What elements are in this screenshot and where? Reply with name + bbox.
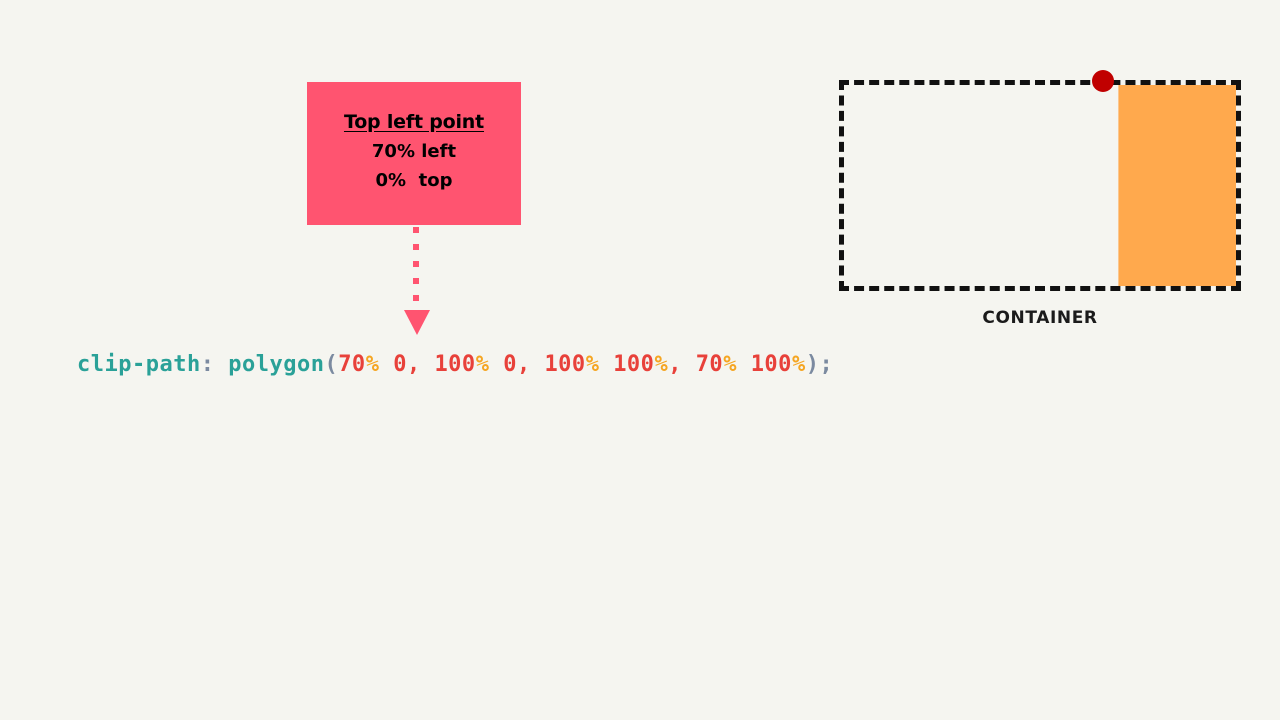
code-p2-x-unit: % (475, 352, 490, 377)
clip-path-code-line: clip-path: polygon(70% 0, 100% 0, 100% 1… (77, 352, 833, 377)
callout-title: Top left point (343, 111, 485, 133)
code-space-7 (682, 352, 696, 377)
code-open-paren: ( (324, 352, 339, 377)
code-p2-y: 0 (503, 352, 517, 377)
code-p4-y-unit: % (791, 352, 806, 377)
connector-arrowhead-icon (404, 310, 430, 335)
code-p3-y: 100 (613, 352, 655, 377)
callout-left-value: 70% left (371, 140, 457, 162)
code-p2-x: 100 (434, 352, 476, 377)
code-colon: : (200, 352, 215, 377)
code-function-name: polygon (228, 352, 325, 377)
code-comma-2: , (516, 352, 531, 377)
code-space-6 (599, 352, 613, 377)
code-close-paren: ) (805, 352, 820, 377)
code-property: clip-path (77, 352, 201, 377)
code-space-1 (214, 352, 228, 377)
callout-top-value: 0% top (375, 169, 453, 191)
code-p4-x: 70 (695, 352, 724, 377)
callout-connector-line (411, 227, 421, 315)
code-p1-x: 70 (338, 352, 366, 377)
code-comma-3: , (668, 352, 682, 377)
container-label: CONTAINER (982, 308, 1098, 328)
connector-dots (413, 227, 419, 315)
polygon-point-marker-dot (1092, 70, 1114, 92)
code-space-2 (379, 352, 393, 377)
code-p1-x-unit: % (365, 352, 380, 377)
code-p4-y: 100 (750, 352, 792, 377)
code-space-4 (489, 352, 503, 377)
code-space-8 (737, 352, 751, 377)
code-semicolon: ; (819, 352, 834, 377)
code-p3-x-unit: % (585, 352, 600, 377)
code-p3-y-unit: % (654, 352, 669, 377)
code-comma-1: , (406, 352, 421, 377)
code-space-3 (421, 352, 435, 377)
top-left-point-callout: Top left point 70% left 0% top (307, 82, 521, 225)
code-p3-x: 100 (544, 352, 586, 377)
demo-container (839, 80, 1241, 291)
code-p4-x-unit: % (723, 352, 737, 377)
code-space-5 (531, 352, 545, 377)
clipped-polygon-shape (1118, 85, 1236, 286)
code-p1-y: 0 (393, 352, 407, 377)
